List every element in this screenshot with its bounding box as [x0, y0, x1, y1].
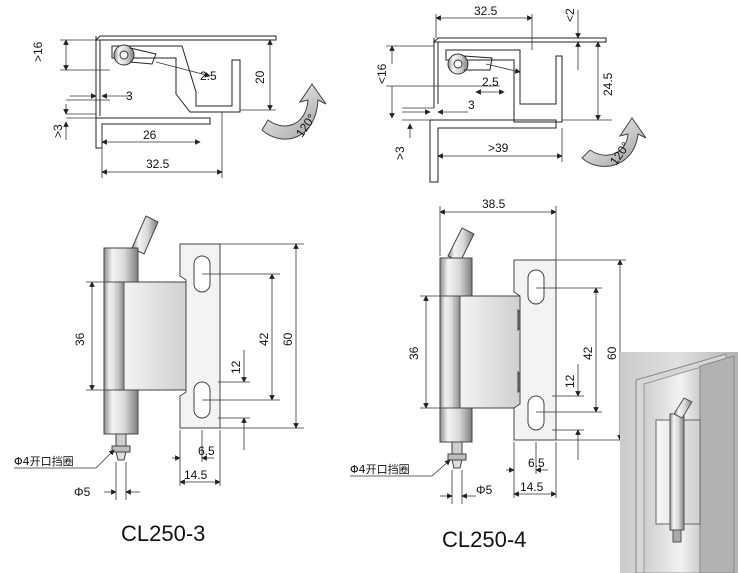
tr-dim-gt39: >39 — [488, 141, 509, 155]
bl-dim-14-5: 14.5 — [184, 468, 208, 482]
br-retaining-ring-note: Φ4开口挡圈 — [350, 462, 410, 476]
tr-dim-3: 3 — [468, 98, 475, 112]
br-dim-12: 12 — [563, 374, 577, 388]
br-dim-dia5: Φ5 — [476, 483, 493, 497]
br-dim-36: 36 — [407, 346, 421, 360]
br-dim-38-5: 38.5 — [482, 197, 506, 211]
model-label-cl250-3: CL250-3 — [121, 521, 205, 546]
br-dim-14-5: 14.5 — [520, 480, 544, 494]
tl-dim-gt16: >16 — [31, 41, 45, 62]
tr-dim-gt3: >3 — [393, 146, 407, 160]
bl-dim-12: 12 — [229, 360, 243, 374]
model-label-cl250-4: CL250-4 — [442, 527, 526, 552]
tr-dim-24-5: 24.5 — [601, 72, 615, 96]
tr-dim-lt2: <2 — [563, 8, 577, 22]
bl-dim-6-5: 6.5 — [198, 444, 215, 458]
tr-dim-32-5: 32.5 — [474, 4, 498, 18]
bl-dim-36: 36 — [73, 332, 87, 346]
product-photo-inset — [620, 352, 738, 573]
top-right-side-view: 32.5 <2 <16 2.5 3 24.5 >3 >39 120° — [375, 4, 647, 183]
tr-dim-lt16: <16 — [375, 63, 389, 84]
tl-dim-32-5: 32.5 — [146, 157, 170, 171]
br-dim-42: 42 — [581, 346, 595, 360]
tr-dim-2-5: 2.5 — [482, 75, 499, 89]
bl-dim-dia5: Φ5 — [74, 485, 91, 499]
br-dim-6-5: 6.5 — [528, 456, 545, 470]
top-left-side-view: >16 >3 3 2.5 26 32.5 20 120° — [31, 35, 327, 178]
br-dim-60: 60 — [605, 346, 619, 360]
bl-dim-60: 60 — [281, 332, 295, 346]
bl-retaining-ring-note: Φ4开口挡圈 — [14, 454, 74, 468]
tl-dim-gt3: >3 — [51, 124, 65, 138]
bottom-left-front-view: 36 42 60 12 6.5 14.5 Φ5 Φ4开口挡圈 — [14, 215, 304, 500]
tl-dim-3: 3 — [126, 89, 133, 103]
bottom-right-front-view: 38.5 36 42 60 12 6.5 14.5 Φ5 Φ4开口挡圈 — [350, 197, 626, 504]
tl-dim-20: 20 — [253, 70, 267, 84]
bl-dim-42: 42 — [257, 332, 271, 346]
tl-dim-2-5: 2.5 — [200, 69, 217, 83]
tl-dim-26: 26 — [143, 128, 157, 142]
